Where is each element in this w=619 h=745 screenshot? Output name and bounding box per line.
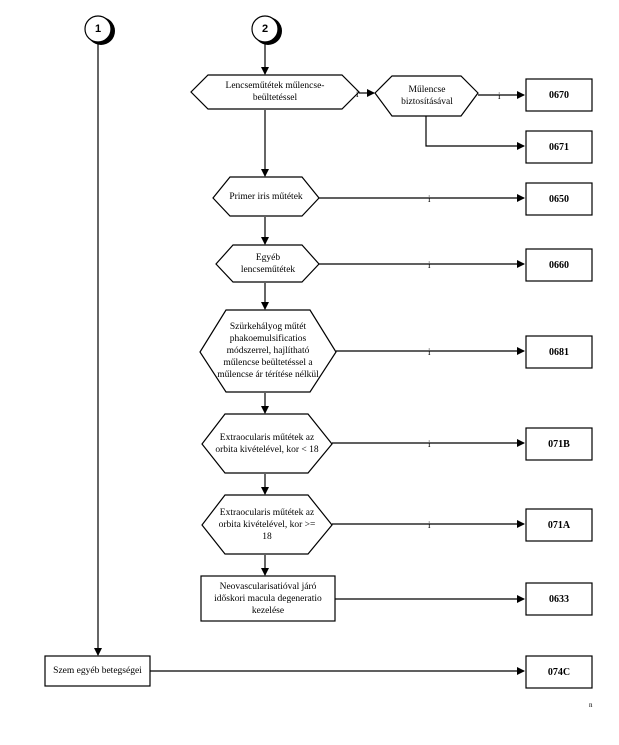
node-egyeb-lencse: Egyéb lencseműtétek: [240, 253, 296, 275]
node-neo-shape: [200, 575, 336, 622]
code-box-0650: [525, 182, 593, 216]
code-box-074C: [525, 655, 593, 689]
node-neovascularisatio: Neovascularisatióval járó időskori macul…: [214, 581, 322, 616]
code-0670: 0670: [549, 89, 569, 101]
code-box-0681: [525, 335, 593, 369]
code-074C: 074C: [547, 666, 571, 678]
node-szem-egyeb: Szem egyéb betegségei: [53, 666, 142, 676]
node-extra-lt18-shape: [201, 413, 333, 474]
connector-2: [251, 15, 282, 45]
connector-1: [84, 15, 115, 45]
node-extraocularis-ge18: Extraocularis műtétek az orbita kivételé…: [218, 508, 316, 542]
edge-label-0670: i: [498, 91, 501, 101]
code-0671: 0671: [549, 141, 569, 153]
code-071A: 071A: [547, 519, 571, 531]
node-lencse-beultetes-shape: [190, 74, 360, 110]
code-0660: 0660: [549, 259, 569, 271]
node-szurkehalyog: Szürkehályog műtét phakoemulsificatios m…: [217, 322, 319, 380]
code-0633: 0633: [549, 593, 569, 605]
edge-label-071A: i: [428, 520, 431, 530]
edge-label-lencse-mulencse: i: [356, 89, 359, 99]
node-extraocularis-lt18: Extraocularis műtétek az orbita kivételé…: [215, 433, 319, 455]
edge-label-0660: i: [428, 260, 431, 270]
node-mulencse-shape: [374, 75, 479, 117]
connector-2-label: 2: [261, 23, 269, 35]
footer-mark: n: [589, 701, 593, 709]
code-0681: 0681: [549, 346, 569, 358]
node-primer-iris-shape: [212, 176, 320, 217]
node-lencse-beultetes: Lencseműtétek műlencse-beültetéssel: [225, 81, 325, 103]
edge-label-0681: i: [428, 347, 431, 357]
node-mulencse-biztositas: Műlencse biztosításával: [401, 85, 453, 107]
node-extra-ge18-shape: [201, 494, 333, 555]
code-071B: 071B: [548, 438, 570, 450]
node-szem-egyeb-shape: [44, 655, 151, 687]
connector-1-label: 1: [94, 23, 102, 35]
node-egyeb-lencse-shape: [215, 244, 320, 283]
code-box-0670: [525, 78, 593, 112]
edge-label-0650: i: [428, 194, 431, 204]
node-primer-iris: Primer iris műtétek: [229, 192, 303, 202]
code-box-0671: [525, 130, 593, 164]
code-box-0633: [525, 582, 593, 616]
code-box-071A: [525, 508, 593, 542]
code-box-0660: [525, 248, 593, 282]
node-szurkehalyog-shape: [199, 309, 337, 393]
edge-to-0671: [425, 116, 525, 150]
edge-label-071B: i: [428, 439, 431, 449]
code-0650: 0650: [549, 193, 569, 205]
code-box-071B: [525, 427, 593, 461]
